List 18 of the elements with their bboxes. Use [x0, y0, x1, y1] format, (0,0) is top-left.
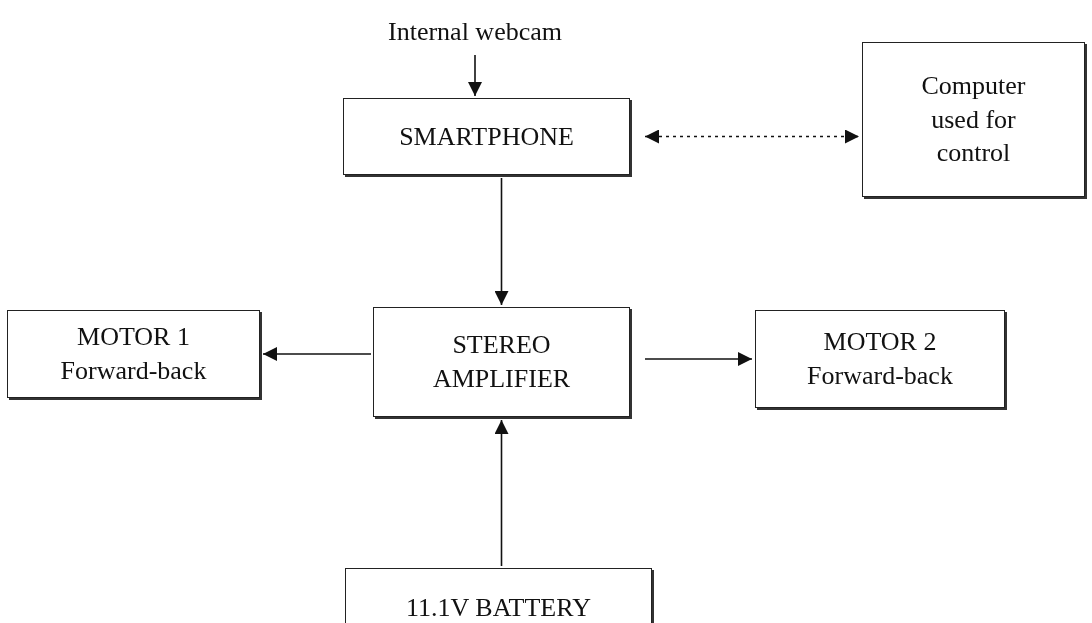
arrow: [494, 177, 509, 306]
node-text: Computer used for control: [920, 69, 1027, 170]
node-text: MOTOR 1 Forward-back: [59, 321, 208, 387]
process-box: [7, 310, 260, 398]
process-box: [862, 42, 1085, 197]
arrow: [262, 347, 372, 361]
arrow: [494, 419, 509, 567]
process-box: [343, 98, 630, 175]
node-text: MOTOR 2 Forward-back: [806, 326, 954, 392]
process-box: [755, 310, 1005, 408]
node-text: STEREO AMPLIFIER: [431, 329, 572, 395]
arrow: [468, 54, 482, 97]
process-box: [373, 307, 630, 417]
node-text: Internal webcam: [388, 16, 562, 49]
node-text: SMARTPHONE: [399, 120, 574, 153]
arrow: [644, 352, 753, 366]
arrow: [644, 129, 860, 144]
node-text: 11.1V BATTERY: [406, 592, 591, 623]
